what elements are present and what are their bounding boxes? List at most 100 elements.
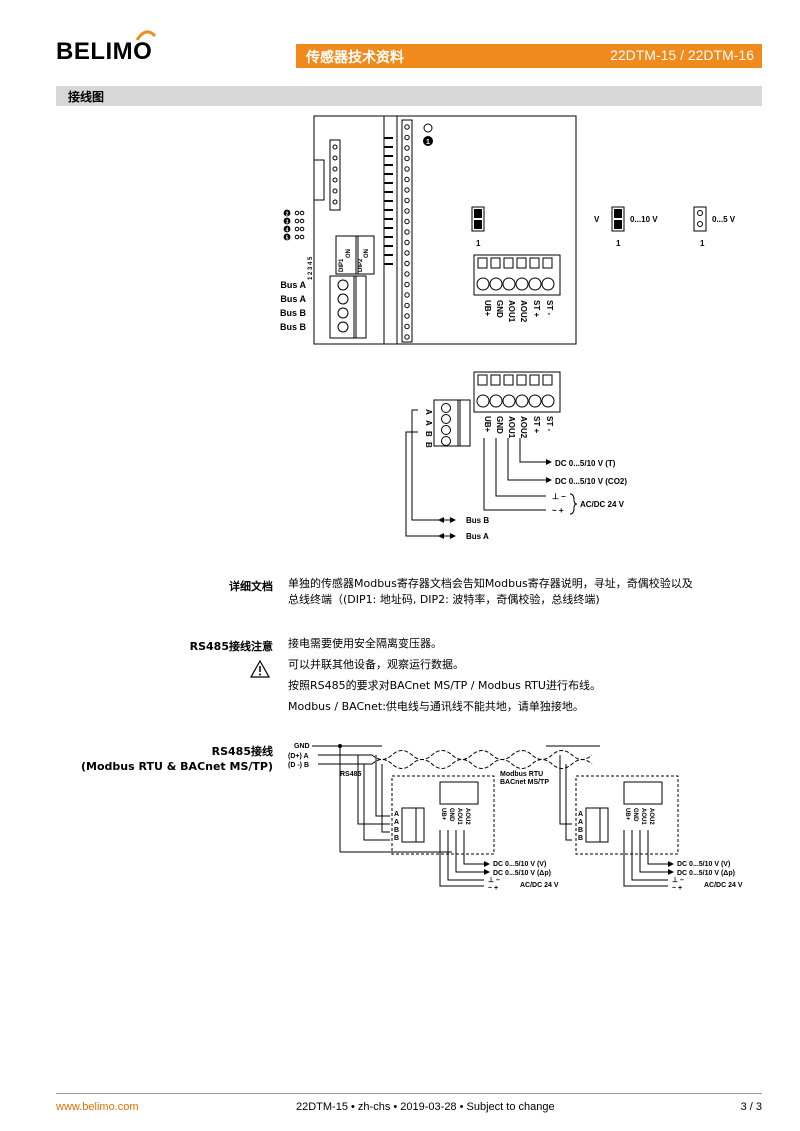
pin-hole	[332, 177, 338, 183]
terminal-clamp	[502, 277, 516, 291]
mid-term-ub: UB+	[483, 416, 492, 433]
dip1-on: ON	[346, 249, 352, 258]
bus-terminal	[337, 321, 349, 333]
mid-out-t: DC 0...5/10 V (T)	[555, 459, 616, 468]
n2-aou1: AOU1	[640, 808, 646, 825]
n1-aou2: AOU2	[464, 808, 470, 825]
terminal-hole	[404, 334, 410, 340]
dip1-label: DIP1	[339, 258, 345, 272]
footer-doc-info: 22DTM-15 • zh-chs • 2019-03-28 • Subject…	[296, 1101, 555, 1113]
switch-dot	[294, 226, 300, 232]
dip-numbers: 1 2 3 4 5	[308, 256, 314, 280]
n1-supply: AC/DC 24 V	[520, 882, 559, 889]
mid-term-gnd: GND	[495, 416, 504, 434]
switch-dot	[299, 226, 305, 232]
pin-hole	[332, 144, 338, 150]
terminal-clamp	[528, 394, 542, 408]
section-bar: 接线图	[56, 86, 762, 106]
terminal-clamp	[528, 277, 542, 291]
terminal-clamp	[476, 277, 490, 291]
badge-label-3: 3	[286, 220, 289, 226]
terminal-hole	[404, 187, 410, 193]
bus-terminal	[337, 307, 349, 319]
terminal-hole	[404, 208, 410, 214]
brand-name: BELIMO	[56, 38, 153, 65]
details-label: 详细文档	[229, 580, 273, 593]
terminal-screw	[490, 257, 501, 269]
n2-supply: AC/DC 24 V	[704, 882, 743, 889]
terminal-hole	[404, 239, 410, 246]
jumper-v: V	[594, 215, 600, 224]
note-line-1: 接电需要使用安全隔离变压器。	[288, 637, 442, 650]
bus-label-3: Bus B	[280, 308, 307, 318]
n2-pos-sym: ~ +	[672, 885, 682, 892]
switch-dot	[299, 210, 305, 216]
terminal-clamp	[489, 394, 503, 408]
terminal-screw	[516, 257, 527, 269]
mid-term-aou1: AOU1	[507, 416, 516, 439]
n1-ub: UB+	[440, 808, 446, 821]
terminal-clamp	[515, 394, 529, 408]
doc-type: 传感器技术资料	[306, 50, 404, 66]
n1-b1: B	[394, 827, 399, 834]
badge-label-4: 4	[286, 228, 289, 234]
n1-a1: A	[394, 811, 399, 818]
terminal-hole	[404, 218, 410, 225]
mid-bus-a1: A	[424, 409, 433, 415]
rs-gnd: GND	[294, 743, 310, 750]
terminal-clamp	[541, 394, 555, 408]
badge-label-2: 2	[286, 212, 289, 218]
n1-gnd: GND	[448, 808, 454, 822]
badge-3	[283, 217, 291, 225]
switch-dot	[294, 218, 300, 224]
jumper-one-b: 1	[700, 239, 705, 248]
mid-pos-sym: ~ +	[552, 506, 564, 515]
terminal-clamp	[515, 277, 529, 291]
terminal-screw	[503, 257, 514, 269]
n2-b1: B	[578, 827, 583, 834]
pin-hole	[332, 199, 338, 205]
note-line-3: 按照RS485的要求对BACnet MS/TP / Modbus RTU进行布线…	[288, 679, 601, 692]
pin-hole	[332, 166, 338, 172]
terminal-hole	[404, 323, 410, 330]
n1-gnd-sym: ⊥ –	[488, 876, 500, 884]
terminal-screw	[477, 374, 488, 386]
switch-dot	[294, 210, 300, 216]
product-codes: 22DTM-15 / 22DTM-16	[610, 47, 754, 63]
mid-supply: AC/DC 24 V	[580, 500, 625, 509]
terminal-screw	[542, 257, 553, 269]
terminal-hole	[404, 281, 410, 288]
terminal-clamp	[476, 394, 490, 408]
terminal-screw	[490, 374, 501, 386]
pin-hole	[332, 155, 338, 161]
rs-bacnet: BACnet MS/TP	[500, 779, 549, 786]
n1-b2: B	[394, 835, 399, 842]
belimo-logo: BELIMO	[56, 30, 156, 68]
footer-website[interactable]: www.belimo.com	[56, 1101, 139, 1113]
top-term-gnd: GND	[495, 300, 504, 318]
terminal-screw	[477, 257, 488, 269]
terminal-hole	[404, 229, 410, 235]
terminal-hole	[404, 302, 410, 309]
switch-dot	[299, 234, 305, 240]
bus-terminal	[441, 436, 451, 446]
mid-bus-b1: B	[424, 431, 433, 437]
terminal-hole	[404, 313, 410, 319]
details-line-2: 总线终端（(DIP1: 地址码, DIP2: 波特率，奇偶校验，总线终端)	[288, 593, 600, 606]
mid-term-st-plus: ST +	[532, 416, 541, 433]
terminal-hole	[404, 271, 410, 277]
rs-modbus: Modbus RTU	[500, 771, 543, 778]
terminal-hole	[404, 292, 410, 298]
n1-out-dp: DC 0...5/10 V (Δp)	[493, 870, 551, 877]
bus-terminal	[337, 279, 349, 291]
footer-divider	[56, 1093, 762, 1094]
terminal-screw	[529, 374, 540, 386]
terminal-clamp	[489, 277, 503, 291]
badge-1: 1	[426, 139, 430, 146]
bus-label-1: Bus A	[280, 280, 306, 290]
terminal-clamp	[541, 277, 555, 291]
n1-pos-sym: ~ +	[488, 885, 498, 892]
terminal-hole	[404, 176, 410, 183]
